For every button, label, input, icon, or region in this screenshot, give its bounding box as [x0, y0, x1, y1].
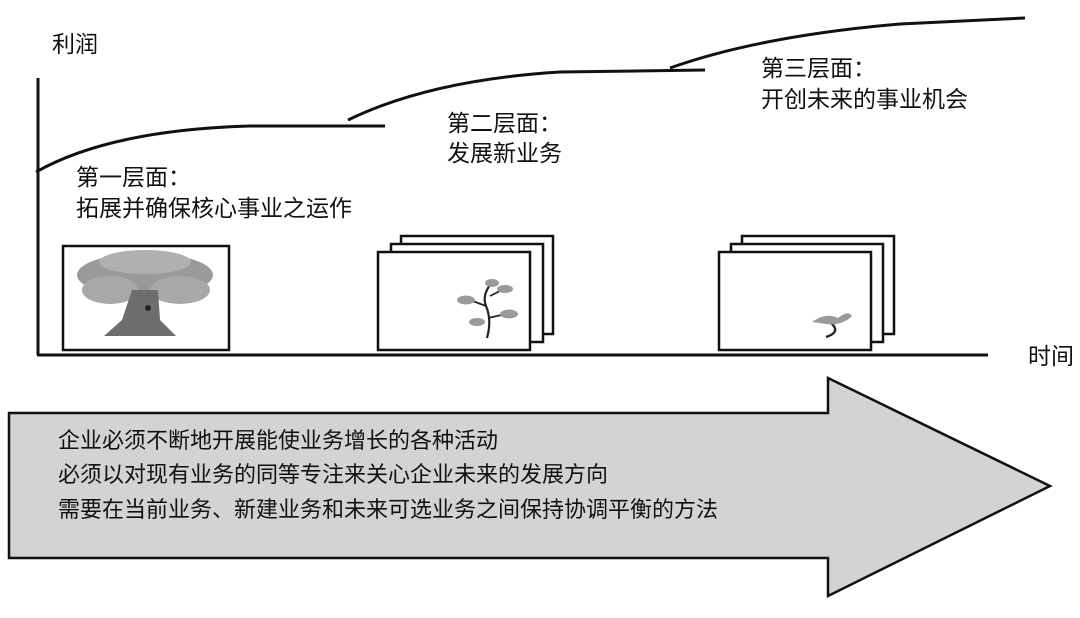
- layer-2-picture: [378, 236, 553, 350]
- layer-2-description: 发展新业务: [447, 140, 562, 169]
- layer-3-title: 第三层面：: [761, 55, 876, 84]
- layer-3-picture: [719, 236, 894, 350]
- x-axis-label: 时间: [1028, 343, 1074, 372]
- layer-1-picture: [63, 246, 229, 350]
- arrow-text-line-1: 企业必须不断地开展能使业务增长的各种活动: [58, 428, 498, 456]
- layer-2-title: 第二层面：: [447, 110, 562, 139]
- layer-1-title: 第一层面：: [76, 164, 191, 193]
- layer-1-description: 拓展并确保核心事业之运作: [76, 195, 352, 224]
- y-axis-label: 利润: [52, 31, 98, 60]
- layer-3-description: 开创未来的事业机会: [761, 86, 968, 115]
- arrow-text-line-2: 必须以对现有业务的同等专注来关心企业未来的发展方向: [58, 462, 608, 490]
- arrow-text-line-3: 需要在当前业务、新建业务和未来可选业务之间保持协调平衡的方法: [58, 497, 718, 525]
